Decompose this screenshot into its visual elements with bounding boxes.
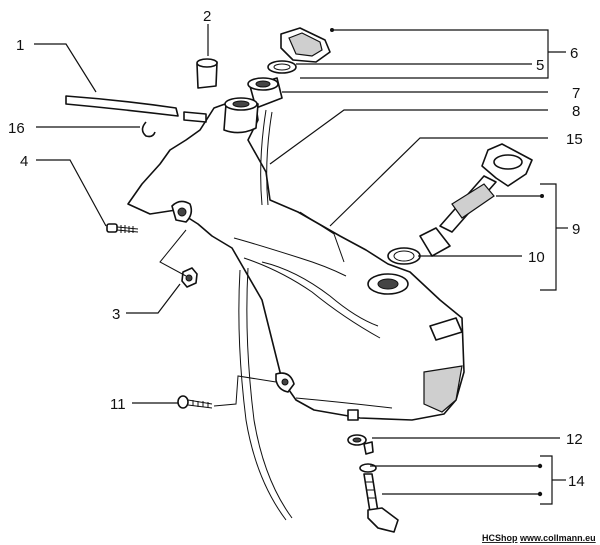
breather-hose-part bbox=[238, 109, 293, 521]
fuel-tap-elbow-part bbox=[359, 463, 399, 533]
nut-part bbox=[181, 267, 198, 288]
leader-lines bbox=[34, 24, 568, 505]
callout-15: 15 bbox=[566, 131, 583, 148]
filler-ring-part bbox=[247, 77, 283, 109]
callout-6: 6 bbox=[570, 45, 578, 62]
callout-3: 3 bbox=[112, 306, 120, 323]
callout-14: 14 bbox=[568, 473, 585, 490]
callout-16: 16 bbox=[8, 120, 25, 137]
cap-gasket-part bbox=[267, 60, 297, 74]
screw-part bbox=[177, 395, 213, 409]
callout-11: 11 bbox=[110, 396, 126, 413]
fuel-pump-part bbox=[419, 143, 533, 257]
callout-10: 10 bbox=[528, 249, 545, 266]
callout-1: 1 bbox=[16, 37, 24, 54]
callout-7: 7 bbox=[572, 85, 580, 102]
callout-2: 2 bbox=[203, 8, 211, 25]
pump-gasket-part bbox=[387, 247, 421, 265]
callout-4: 4 bbox=[20, 153, 28, 170]
fuel-hose-part bbox=[65, 95, 179, 117]
credit-watermark: HCShop www.collmann.eu bbox=[482, 533, 596, 543]
fuel-tank-part bbox=[127, 97, 465, 421]
callout-12: 12 bbox=[566, 431, 583, 448]
clip-part bbox=[141, 121, 156, 138]
bolt-part bbox=[106, 223, 139, 233]
fuel-tap-nut-part bbox=[347, 434, 374, 455]
credit-shop: HCShop bbox=[482, 533, 518, 543]
callout-8: 8 bbox=[572, 103, 580, 120]
callout-5: 5 bbox=[536, 57, 544, 74]
sleeve-part bbox=[196, 58, 218, 89]
credit-url: www.collmann.eu bbox=[519, 533, 596, 543]
callout-9: 9 bbox=[572, 221, 580, 238]
filler-cap-part bbox=[280, 27, 331, 63]
